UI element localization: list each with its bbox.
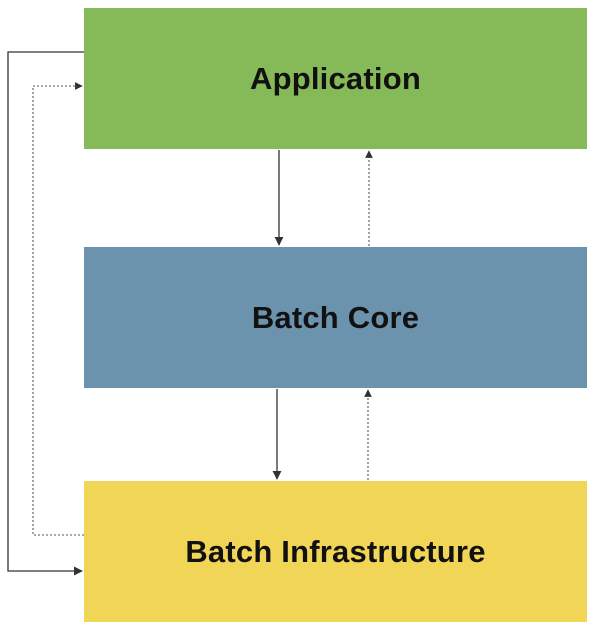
edge-application-to-infrastructure [7,51,84,576]
application-layer-box: Application [84,8,587,149]
application-layer-label: Application [250,60,421,96]
batch-infrastructure-layer-box: Batch Infrastructure [84,481,587,622]
batch-infrastructure-layer-label: Batch Infrastructure [185,533,486,569]
batch-core-layer-label: Batch Core [251,299,420,335]
batch-core-layer-box: Batch Core [84,247,587,388]
edge-infrastructure-to-application [32,82,84,536]
